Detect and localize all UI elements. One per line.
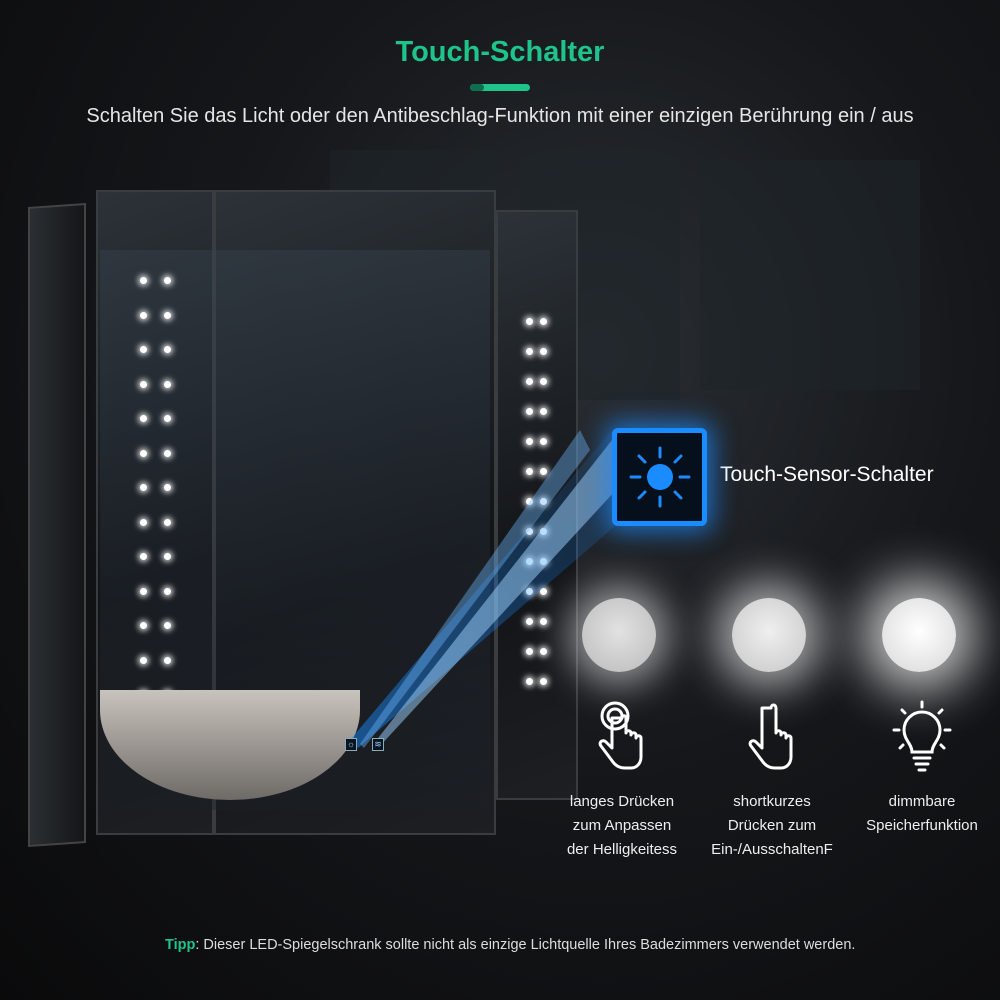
led-dot — [164, 484, 171, 491]
feature-text: Drücken zum — [727, 817, 817, 834]
led-dot — [140, 518, 147, 526]
led-dot — [164, 656, 171, 664]
brightness-orb-high — [882, 598, 956, 672]
feature-text: der Helligkeitess — [566, 841, 678, 858]
led-dot — [526, 678, 533, 685]
tip-note: Tipp: Dieser LED-Spiegelschrank sollte n… — [165, 937, 855, 953]
led-dot — [140, 415, 147, 422]
led-dot — [140, 346, 147, 353]
led-dot — [164, 311, 171, 319]
tip-text: : Dieser LED-Spiegelschrank sollte nicht… — [195, 937, 856, 953]
feature-long-press: langes Drücken zum Anpassen der Helligke… — [542, 700, 702, 862]
led-dot — [164, 553, 171, 560]
led-dot — [526, 408, 533, 415]
led-dot — [140, 622, 147, 629]
led-dot — [526, 438, 533, 445]
led-dot — [140, 553, 147, 560]
touch-sensor-switch[interactable] — [612, 428, 707, 526]
led-dot — [164, 449, 171, 457]
led-dot — [540, 348, 547, 355]
brightness-orb-low — [582, 598, 656, 672]
led-dot — [540, 618, 547, 625]
led-dot — [526, 378, 533, 385]
led-dot — [140, 277, 147, 284]
tap-hand-icon — [748, 703, 793, 770]
page-title: Touch-Schalter — [395, 36, 605, 68]
led-dot — [540, 588, 547, 595]
led-dot — [540, 498, 547, 505]
sensor-label: Touch-Sensor-Schalter — [720, 463, 934, 486]
feature-text: Speicherfunktion — [866, 817, 978, 834]
subtitle: Schalten Sie das Licht oder den Antibesc… — [86, 105, 914, 127]
led-dot — [526, 318, 533, 325]
led-dot — [526, 618, 533, 625]
light-beam — [350, 430, 622, 748]
led-dot — [540, 378, 547, 385]
led-dot — [140, 484, 147, 491]
led-dot — [526, 498, 533, 505]
light-bulb-icon — [892, 700, 952, 772]
led-dot — [526, 648, 533, 655]
background-window — [700, 160, 920, 390]
led-dot — [140, 311, 147, 319]
led-dot — [540, 678, 547, 685]
tip-label: Tipp — [165, 937, 196, 953]
led-dot — [164, 346, 171, 353]
feature-short-press: shortkurzes Drücken zum Ein-/Ausschalten… — [692, 700, 852, 862]
feature-dimmable: dimmbare Speicherfunktion — [842, 700, 1000, 838]
feature-text: dimmbare — [888, 793, 956, 810]
led-dot — [140, 656, 147, 664]
led-dot — [140, 380, 147, 388]
led-dot — [526, 348, 533, 355]
feature-text: zum Anpassen — [572, 817, 672, 834]
feature-text: Ein-/AusschaltenF — [711, 841, 833, 858]
sun-icon — [629, 446, 690, 508]
defog-button-icon[interactable]: ≋ — [372, 738, 384, 751]
led-dot — [526, 468, 533, 475]
led-dot — [164, 587, 171, 595]
cabinet-side — [28, 202, 86, 848]
feature-text: shortkurzes — [733, 793, 811, 810]
led-dot — [164, 380, 171, 388]
long-press-hand-icon — [598, 701, 643, 770]
led-dot — [540, 408, 547, 415]
led-dot — [164, 622, 171, 629]
led-dot — [540, 648, 547, 655]
title-underline — [470, 84, 530, 91]
led-dot — [164, 518, 171, 526]
led-dot — [540, 318, 547, 325]
brightness-orb-medium — [732, 598, 806, 672]
led-dot — [540, 468, 547, 475]
feature-text: langes Drücken — [569, 793, 675, 810]
led-dot — [164, 415, 171, 422]
light-button-icon[interactable]: ☼ — [345, 738, 357, 751]
led-dot — [164, 277, 171, 284]
led-dot — [540, 438, 547, 445]
led-dot — [140, 449, 147, 457]
led-dot — [140, 587, 147, 595]
